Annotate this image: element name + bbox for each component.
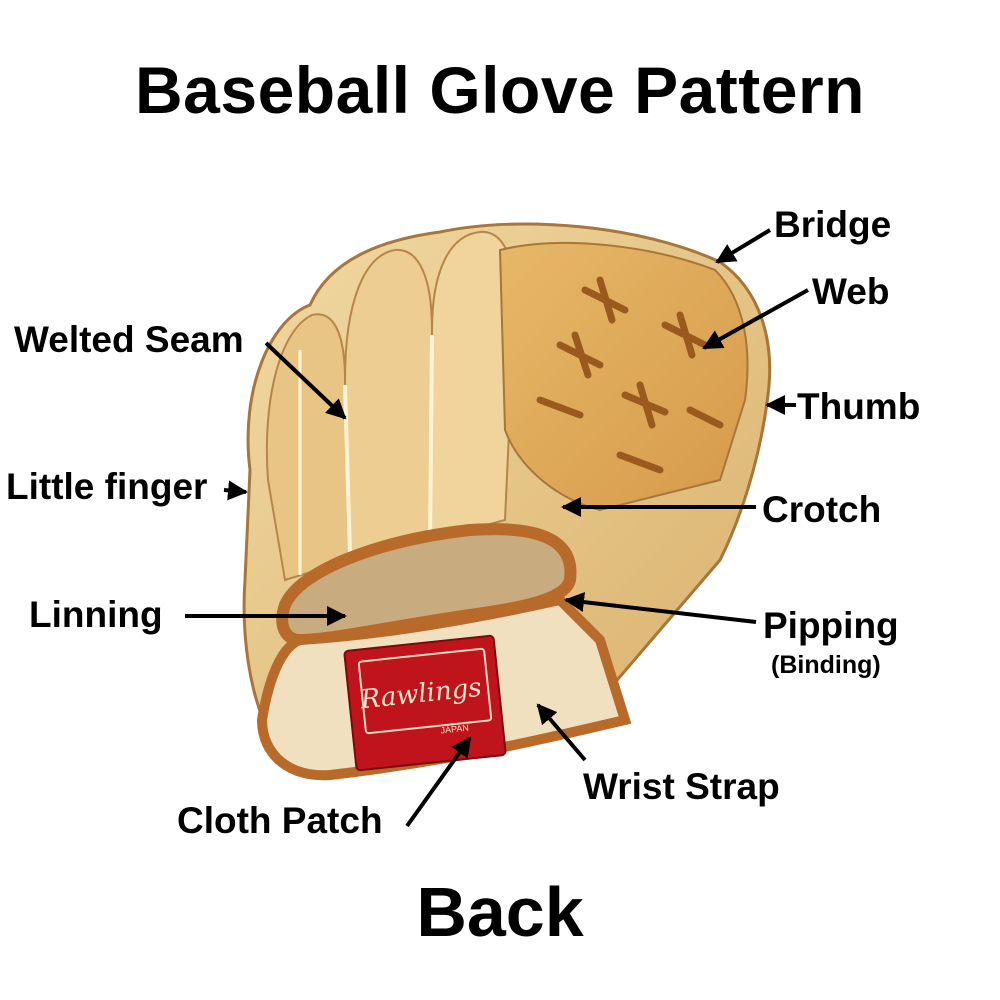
- welted-seam: [428, 334, 434, 541]
- web-lacing: [536, 276, 724, 474]
- label-pipping: Pipping: [763, 605, 899, 646]
- finger-stall: [343, 248, 434, 562]
- view-caption: Back: [416, 873, 584, 951]
- glove-web: [498, 241, 749, 512]
- diagram-title: Baseball Glove Pattern: [135, 53, 865, 127]
- label-thumb: Thumb: [797, 386, 921, 427]
- label-linning: Linning: [29, 594, 163, 635]
- label-bridge: Bridge: [774, 204, 892, 245]
- label-web: Web: [812, 271, 890, 312]
- label-cloth-patch: Cloth Patch: [177, 800, 383, 841]
- patch-origin-text: JAPAN: [440, 723, 469, 736]
- label-welted-seam: Welted Seam: [14, 319, 244, 360]
- label-crotch: Crotch: [762, 489, 882, 530]
- label-little-finger: Little finger: [6, 466, 208, 507]
- label-binding: (Binding): [771, 651, 881, 679]
- label-wrist-strap: Wrist Strap: [583, 766, 780, 807]
